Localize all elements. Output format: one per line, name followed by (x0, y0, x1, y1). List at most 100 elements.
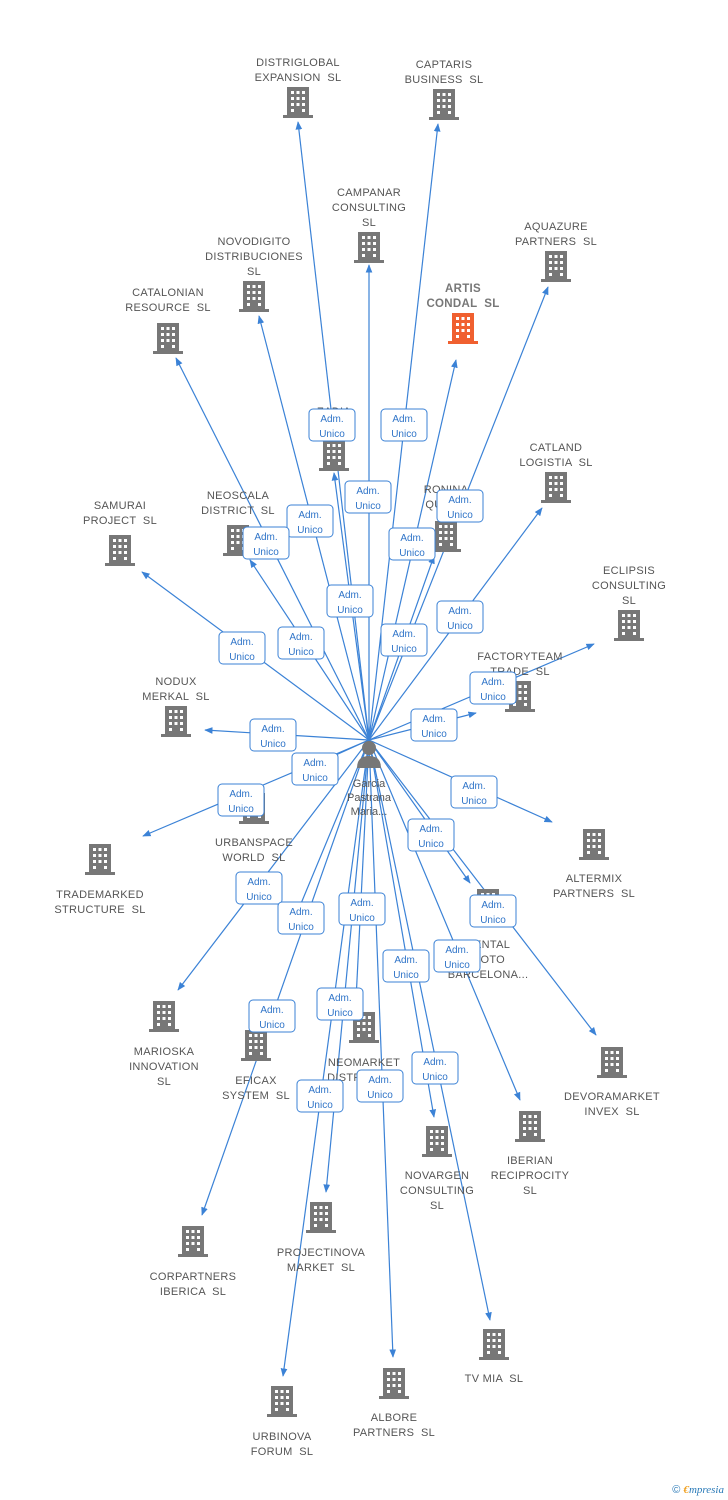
relation-label-text: Adm. (356, 486, 379, 497)
relation-label-text: Unico (444, 960, 470, 971)
relation-label-text: Unico (461, 796, 487, 807)
relation-label-text: Adm. (298, 510, 321, 521)
edge-albore (368, 739, 397, 1358)
company-name-line: LOGISTIA SL (519, 457, 592, 469)
relation-label-urbinova: Adm.Unico (296, 1079, 344, 1113)
relation-label-distriglobal: Adm.Unico (308, 408, 356, 442)
relation-label-devoramarket: Adm. Unico (469, 894, 517, 928)
company-name-line: PARTNERS SL (515, 236, 597, 248)
building-icon (105, 535, 135, 566)
relation-label-text: Unico (480, 915, 506, 926)
relation-label-box (469, 671, 517, 705)
company-name-line: MARIOSKA (134, 1046, 195, 1058)
person-name-line-1: Garcia (353, 778, 386, 790)
relation-label-text: Unico (288, 922, 314, 933)
relation-label-text: Unico (422, 1072, 448, 1083)
building-icon (541, 472, 571, 503)
relation-label-rental: Adm.Unico (407, 818, 455, 852)
company-name-line: DISTRIGLOBAL (256, 57, 340, 69)
building-icon (241, 1030, 271, 1061)
relation-label-box (469, 894, 517, 928)
relation-label-box (388, 527, 436, 561)
company-name-line: DISTRIBUCIONES (205, 251, 303, 263)
relation-label-text: Unico (391, 429, 417, 440)
company-name-line: SL (362, 217, 376, 229)
relation-label-box (338, 892, 386, 926)
company-name-line: SYSTEM SL (222, 1090, 290, 1102)
relation-label-text: Adm. (448, 495, 471, 506)
company-name-line: CONDAL SL (426, 298, 499, 310)
relation-label-text: Adm. (481, 900, 504, 911)
company-name-line: DEVORAMARKET (564, 1091, 660, 1103)
company-name-line: URBANSPACE (215, 837, 293, 849)
center-person[interactable]: Garcia Pastrana Maria... (347, 741, 392, 818)
relation-label-text: Unico (480, 692, 506, 703)
company-name-line: TV MIA SL (465, 1373, 524, 1385)
company-name-line: CORPARTNERS (150, 1271, 237, 1283)
relation-label-text: Adm. (419, 824, 442, 835)
relation-label-box (436, 489, 484, 523)
company-node-urbanspace[interactable]: URBANSPACE WORLD SL (215, 793, 293, 864)
relation-label-box (382, 949, 430, 983)
company-name-line: SL (157, 1076, 171, 1088)
company-name-line: SL (523, 1185, 537, 1197)
person-name-line-2: Pastrana (347, 792, 392, 804)
company-name-line: IBERICA SL (160, 1286, 226, 1298)
relation-label-text: Adm. (422, 714, 445, 725)
relation-label-iberian: Adm.Unico (433, 939, 481, 973)
company-name-line: CAPTARIS (416, 59, 473, 71)
company-node-corpartners[interactable]: CORPARTNERS IBERICA SL (150, 1226, 237, 1298)
company-name-line: NODUX (155, 676, 197, 688)
relation-label-text: Unico (367, 1090, 393, 1101)
company-name-line: CAMPANAR (337, 187, 401, 199)
company-name-line: SAMURAI (94, 500, 146, 512)
company-name-line: SL (622, 595, 636, 607)
company-node-tvmia[interactable]: TV MIA SL (465, 1329, 524, 1385)
company-name-line: WORLD SL (222, 852, 285, 864)
building-icon (354, 232, 384, 263)
relation-label-text: Unico (288, 647, 314, 658)
building-icon (149, 1001, 179, 1032)
relation-label-factoryteam: Adm.Unico (410, 708, 458, 742)
relation-label-samurai: Adm.Unico (218, 631, 266, 665)
relation-label-text: Adm. (247, 877, 270, 888)
relation-label-text: Unico (327, 1008, 353, 1019)
relation-label-text: Unico (260, 739, 286, 750)
edge-urbinova (280, 739, 370, 1377)
person-icon (357, 741, 381, 768)
company-name-line: RESOURCE SL (125, 302, 211, 314)
relation-label-neoscala: Adm.Unico (277, 626, 325, 660)
building-icon (153, 323, 183, 354)
relation-label-text: Adm. (328, 993, 351, 1004)
building-icon (319, 440, 349, 471)
company-name-line: FORUM SL (251, 1446, 314, 1458)
relation-label-text: Unico (355, 501, 381, 512)
building-icon (85, 844, 115, 875)
building-icon (239, 281, 269, 312)
relation-label-text: Unico (319, 429, 345, 440)
relation-label-text: Unico (307, 1100, 333, 1111)
